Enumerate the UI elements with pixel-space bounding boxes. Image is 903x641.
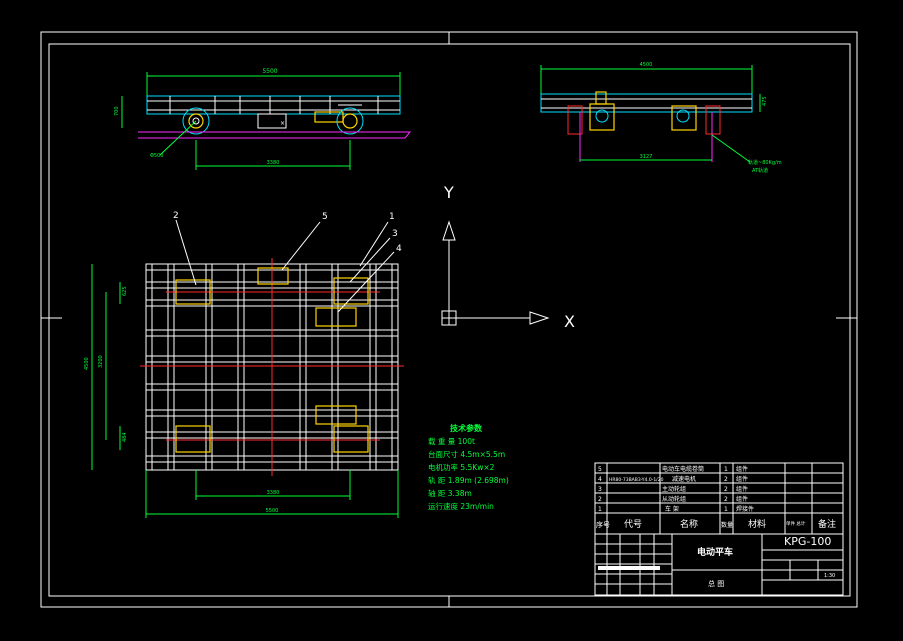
part-no: 1: [598, 506, 602, 513]
part-name: 减速电机: [672, 475, 696, 483]
driven-wheel-group-bottom: [175, 425, 211, 453]
part-mat: 组件: [736, 475, 748, 483]
part-code: HR80-73BAB3-Y4.0-1/20: [609, 477, 664, 483]
callout-3: 3: [392, 229, 398, 239]
tech-row: 电机功率 5.5Kw×2: [428, 462, 495, 472]
drawing-number: KPG-100: [784, 535, 831, 548]
front-dim-wheelbase: 3380: [267, 160, 280, 166]
gear-motor-top: [315, 307, 357, 327]
plan-view: 4500 3200 625 484 3380 5500 2 5 1 3 4: [84, 211, 404, 518]
part-name: 车 架: [665, 505, 679, 513]
header-mat: 材料: [748, 518, 766, 530]
front-wheel-left: [182, 107, 210, 135]
product-name: 电动平车: [697, 546, 733, 558]
part-qty: 1: [724, 506, 728, 513]
front-dim-height: 700: [114, 106, 120, 116]
front-rail: [138, 131, 412, 139]
svg-text:×: ×: [280, 120, 285, 127]
part-no: 3: [598, 486, 602, 493]
callout-4: 4: [396, 244, 402, 254]
side-rail-note-2: AT轨道: [752, 167, 768, 174]
axis-x-label: X: [564, 312, 575, 331]
header-name: 名称: [680, 518, 698, 530]
tech-row: 台面尺寸 4.5m×5.5m: [428, 449, 505, 459]
title-block: 5 电动车电缆卷筒 1 组件 4 HR80-73BAB3-Y4.0-1/20 减…: [594, 462, 844, 596]
part-name: 从动轮组: [662, 495, 686, 503]
axis-y-label: Y: [443, 183, 454, 202]
part-qty: 1: [724, 466, 728, 473]
front-view: 5500 × 700 Φ500 3380: [114, 68, 412, 170]
plan-dim-small-top: 625: [122, 286, 128, 296]
drawing-title: 总 图: [708, 579, 724, 588]
header-weight: 单件 总计: [786, 520, 806, 527]
plan-dim-width: 4500: [84, 357, 90, 370]
part-no: 5: [598, 466, 602, 473]
gear-motor-bottom: [315, 405, 357, 425]
part-name: 电动车电缆卷筒: [662, 465, 704, 473]
side-dim-gauge: 3127: [640, 154, 653, 160]
tech-row: 轴 距 3.38m: [428, 488, 472, 498]
plan-dim-small-bottom: 484: [122, 432, 128, 442]
header-no: 序号: [596, 520, 610, 529]
part-qty: 2: [724, 486, 728, 493]
tech-row: 载 重 量 100t: [428, 436, 475, 446]
front-dim-wheel: Φ500: [150, 153, 163, 159]
part-mat: 组件: [736, 495, 748, 503]
front-dim-length: 5500: [262, 68, 277, 75]
side-view: 4500 475 3127 轨道~80Kg/m AT轨道: [540, 62, 782, 174]
side-dim-height: 475: [762, 96, 768, 106]
plan-dim-length: 5500: [266, 508, 279, 514]
plan-dim-inner: 3200: [98, 355, 104, 368]
tech-row: 轨 距 1.89m (2.698m): [428, 475, 509, 485]
side-rail-note-1: 轨道~80Kg/m: [748, 159, 782, 166]
part-qty: 2: [724, 476, 728, 483]
callout-1: 1: [389, 212, 395, 222]
header-note: 备注: [818, 518, 836, 530]
callout-5: 5: [322, 212, 328, 222]
drawing-scale: 1:30: [824, 573, 835, 579]
side-dim-width: 4500: [640, 62, 653, 68]
driven-wheel-group-top: [175, 279, 211, 305]
plan-dim-wheelbase: 3380: [267, 490, 280, 496]
front-wheel-right: [336, 107, 364, 135]
tech-row: 运行速度 23m/min: [428, 501, 494, 511]
cable-reel: [257, 267, 289, 285]
tech-specs: 技术参数 载 重 量 100t 台面尺寸 4.5m×5.5m 电机功率 5.5K…: [428, 423, 509, 511]
part-name: 主动轮组: [662, 485, 686, 493]
callout-2: 2: [173, 211, 179, 221]
header-code: 代号: [624, 519, 642, 530]
part-qty: 2: [724, 496, 728, 503]
part-no: 4: [598, 476, 602, 483]
part-mat: 组件: [736, 485, 748, 493]
part-mat: 焊接件: [736, 505, 754, 513]
axis-indicator: Y X: [441, 183, 575, 331]
part-mat: 组件: [736, 465, 748, 473]
part-no: 2: [598, 496, 602, 503]
header-qty: 数量: [721, 521, 733, 529]
tech-title: 技术参数: [450, 423, 483, 433]
